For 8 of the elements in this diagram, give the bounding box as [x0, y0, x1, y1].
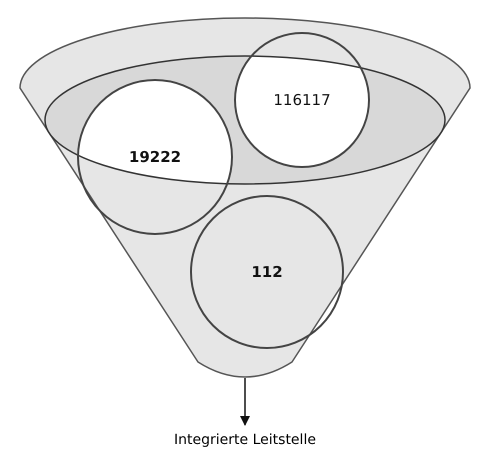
- arrow: [240, 378, 250, 426]
- number-label: 112: [251, 263, 283, 281]
- number-label: 19222: [128, 148, 182, 166]
- number-label: 116117: [273, 91, 331, 109]
- circle: [190, 195, 344, 349]
- circle: [77, 79, 233, 235]
- circle: [234, 32, 370, 168]
- destination-label: Integrierte Leitstelle: [145, 425, 345, 455]
